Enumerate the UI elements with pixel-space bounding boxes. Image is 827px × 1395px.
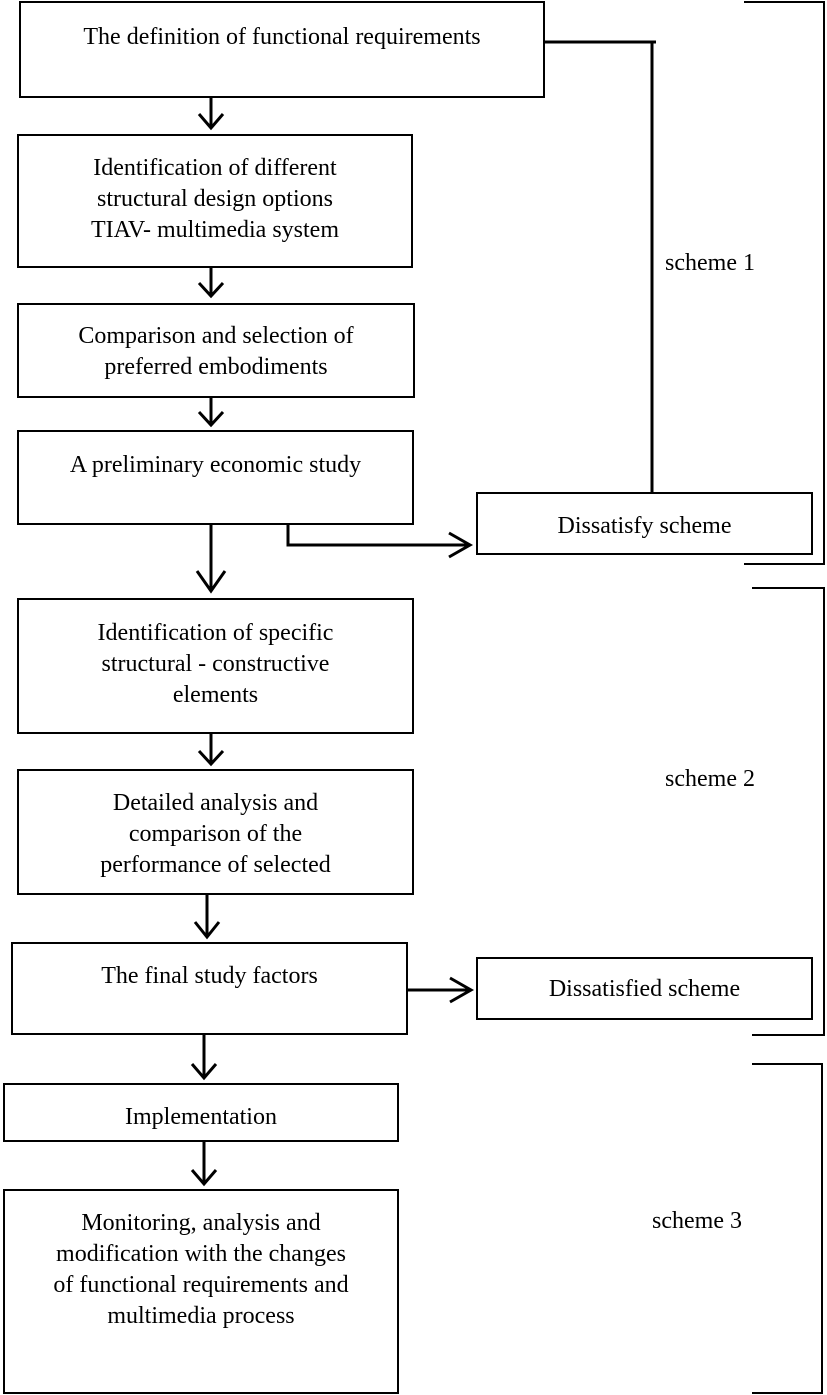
- design-options-box: Identification of different structural d…: [17, 134, 413, 268]
- dissatisfy-scheme-box: Dissatisfy scheme: [476, 492, 813, 555]
- monitoring-text: Monitoring, analysis and modification wi…: [53, 1210, 349, 1329]
- arrow-down-icon: [197, 397, 225, 428]
- arrow-down-icon: [190, 1141, 218, 1187]
- dissatisfy-scheme-text: Dissatisfy scheme: [557, 513, 732, 539]
- design-options-text: Identification of different structural d…: [91, 155, 339, 243]
- detailed-analysis-box: Detailed analysis and comparison of the …: [17, 769, 414, 895]
- scheme2-bracket: [752, 587, 825, 1036]
- monitoring-box: Monitoring, analysis and modification wi…: [3, 1189, 399, 1394]
- arrow-right-icon: [286, 524, 474, 559]
- arrow-down-icon: [190, 1034, 218, 1081]
- feedback-connector: [544, 40, 656, 494]
- scheme2-label: scheme 2: [665, 766, 755, 792]
- arrow-down-icon: [193, 894, 221, 940]
- scheme3-label: scheme 3: [652, 1208, 742, 1234]
- final-study-text: The final study factors: [101, 963, 318, 989]
- arrow-down-icon: [197, 267, 225, 299]
- dissatisfied-scheme-box: Dissatisfied scheme: [476, 957, 813, 1020]
- dissatisfied-scheme-text: Dissatisfied scheme: [548, 976, 741, 1002]
- scheme3-bracket: [752, 1063, 823, 1394]
- scheme1-bracket: [744, 1, 825, 565]
- economic-study-text: A preliminary economic study: [69, 452, 362, 478]
- functional-requirements-box: The definition of functional requirement…: [19, 1, 545, 98]
- comparison-text: Comparison and selection of preferred em…: [78, 323, 354, 380]
- specific-elements-text: Identification of specific structural - …: [97, 620, 334, 708]
- arrow-right-icon: [407, 976, 475, 1004]
- economic-study-box: A preliminary economic study: [17, 430, 414, 525]
- final-study-box: The final study factors: [11, 942, 408, 1035]
- functional-requirements-text: The definition of functional requirement…: [83, 24, 481, 50]
- comparison-box: Comparison and selection of preferred em…: [17, 303, 415, 398]
- implementation-box: Implementation: [3, 1083, 399, 1142]
- arrow-down-icon: [195, 524, 227, 594]
- specific-elements-box: Identification of specific structural - …: [17, 598, 414, 734]
- arrow-down-icon: [197, 97, 225, 131]
- detailed-analysis-text: Detailed analysis and comparison of the …: [100, 790, 331, 878]
- implementation-text: Implementation: [125, 1104, 277, 1130]
- scheme1-label: scheme 1: [665, 250, 755, 276]
- arrow-down-icon: [197, 733, 225, 767]
